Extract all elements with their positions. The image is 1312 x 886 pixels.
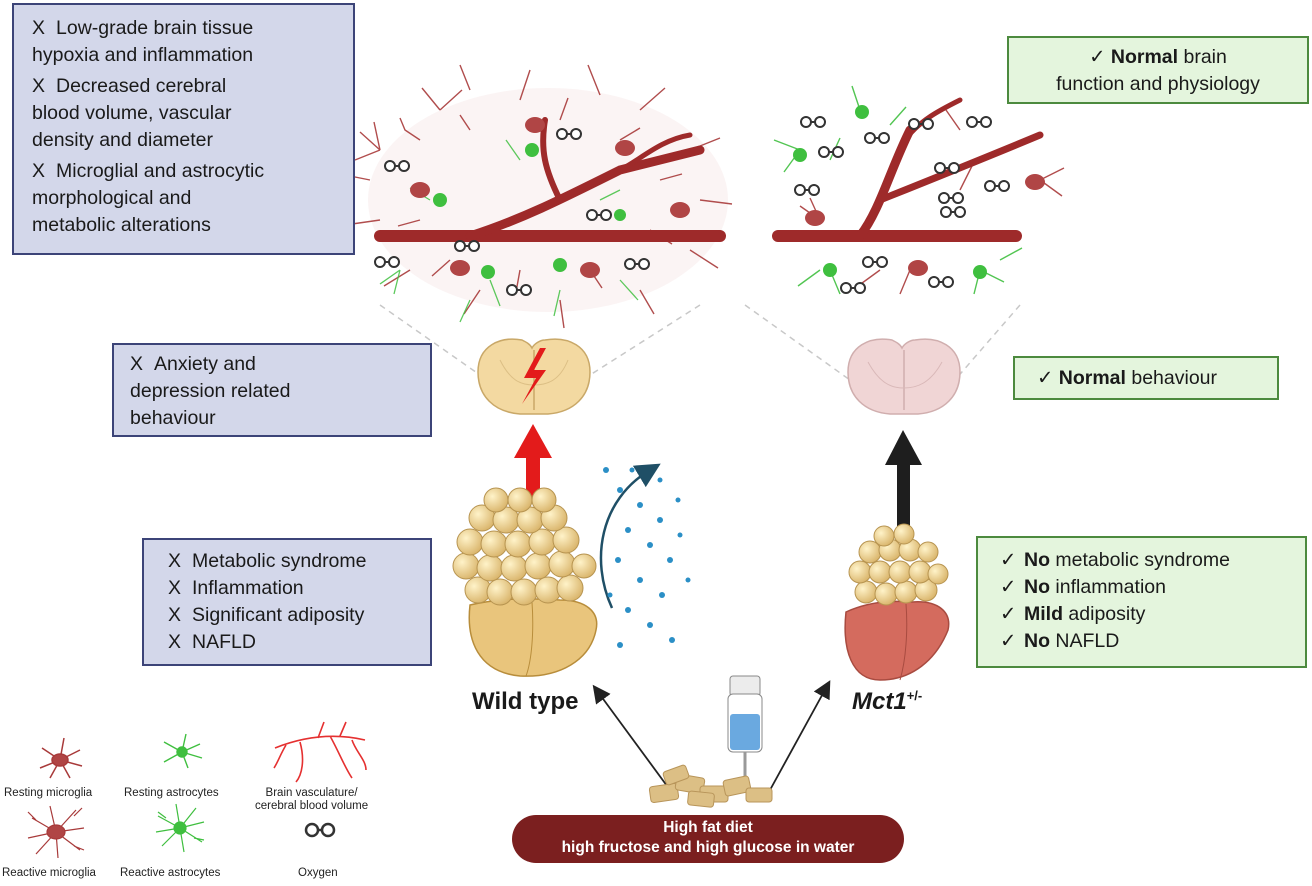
metabolic-item: ✓No NAFLD (1000, 630, 1120, 652)
mct1-impact-arrow (885, 430, 922, 526)
metabolic-item: ✓No metabolic syndrome (1000, 549, 1230, 571)
legend-label-oxygen: Oxygen (298, 867, 338, 879)
behaviour-item-cont: behaviour (130, 407, 216, 429)
water-bottle-icon (727, 675, 763, 790)
finding-item-cont: hypoxia and inflammation (32, 44, 254, 66)
legend-vasculature-line-1: Brain vasculature/ (265, 787, 358, 799)
mct1-metabolic-box: ✓No metabolic syndrome ✓No inflammation … (976, 536, 1307, 668)
legend-label-vasculature: Brain vasculature/ cerebral blood volume (255, 787, 368, 813)
legend-label-reactive-astrocytes: Reactive astrocytes (120, 867, 221, 879)
finding-item-cont: metabolic alterations (32, 214, 211, 236)
mct1-behaviour-box: ✓ Normal behaviour (1013, 356, 1279, 400)
wild-type-adipose-liver (452, 463, 691, 677)
wild-type-impact-arrow (514, 424, 552, 497)
mct1-label-name: Mct1 (852, 688, 907, 715)
legend-icon-resting-astrocytes (163, 733, 203, 769)
finding-item-cont: blood volume, vascular (32, 102, 232, 124)
diet-line-2: high fructose and high glucose in water (561, 839, 855, 856)
legend-label-reactive-microglia: Reactive microglia (2, 867, 96, 879)
behaviour-item: ✓ Normal behaviour (1037, 367, 1218, 389)
mct1-brain-icon (847, 338, 961, 415)
mct1-label-superscript: +/- (906, 688, 923, 703)
legend-icon-reactive-astrocytes (155, 803, 205, 853)
diet-to-wild-type-arrow (592, 684, 671, 791)
wild-type-label: Wild type (472, 688, 579, 715)
wild-type-brain-icon (477, 338, 591, 415)
brain-function-item-cont: function and physiology (1056, 73, 1260, 95)
behaviour-item-cont: depression related (130, 380, 291, 402)
metabolic-item: ✓No inflammation (1000, 576, 1166, 598)
mct1-brain-tissue (772, 85, 1065, 295)
legend-icon-oxygen (304, 822, 336, 838)
finding-item-cont: density and diameter (32, 129, 214, 151)
mct1-label: Mct1+/- (852, 688, 922, 716)
wild-type-brain-tissue (339, 64, 733, 329)
legend-label-resting-microglia: Resting microglia (4, 787, 93, 799)
diet-line-1: High fat diet (663, 819, 753, 836)
food-pellets-icon (648, 764, 773, 808)
zoom-lines (379, 304, 1021, 381)
diet-to-mct1-arrow (769, 680, 831, 791)
finding-item-cont: morphological and (32, 187, 192, 209)
mct1-adipose-liver (844, 523, 950, 681)
legend-icon-brain-vasculature (273, 721, 367, 783)
legend-vasculature-line-2: cerebral blood volume (255, 800, 369, 812)
legend-icon-reactive-microglia (27, 805, 85, 859)
legend-icon-resting-microglia (39, 737, 83, 779)
diet-banner: High fat diet high fructose and high glu… (512, 815, 904, 863)
metabolic-item: ✓Mild adiposity (1000, 603, 1146, 625)
legend-label-resting-astrocytes: Resting astrocytes (124, 787, 219, 799)
mct1-brain-findings-box: ✓ Normal brain function and physiology (1007, 36, 1309, 104)
brain-function-item: ✓ Normal brain (1089, 46, 1227, 68)
